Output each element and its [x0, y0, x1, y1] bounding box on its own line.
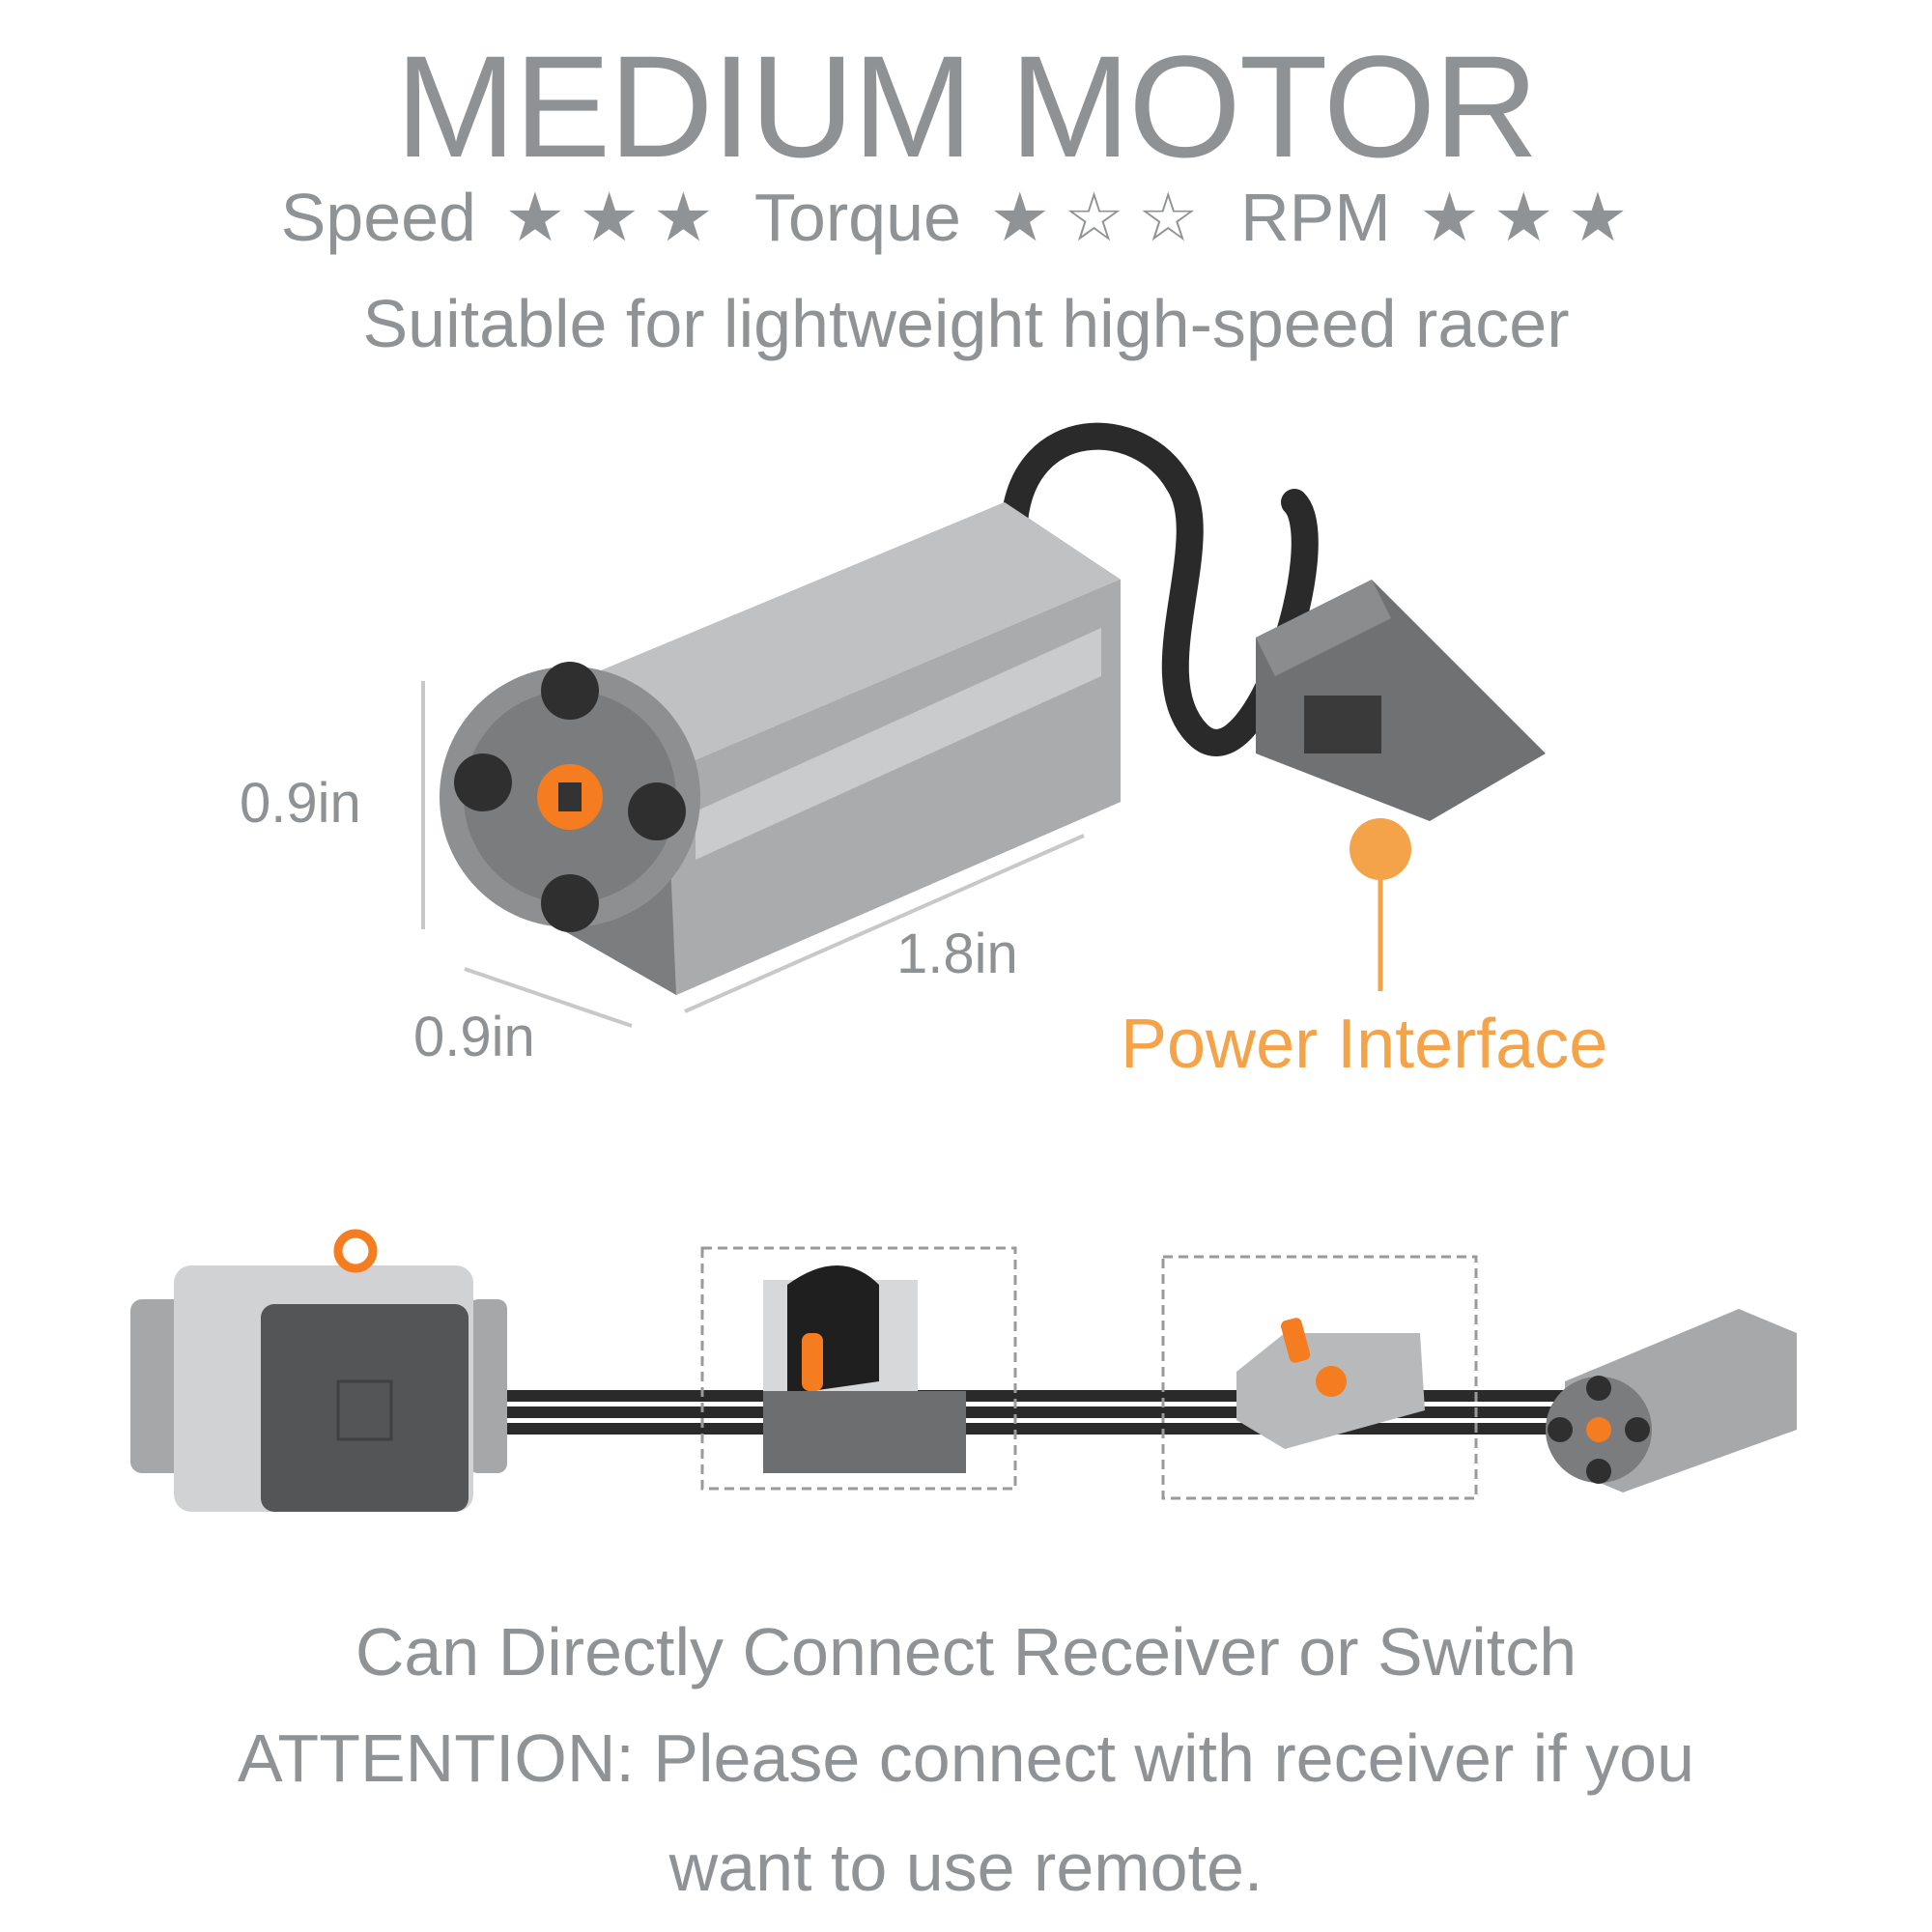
width-dimension-label: 0.9in: [413, 1006, 535, 1068]
polarity-switch: [1236, 1318, 1425, 1449]
callout-dot: [1350, 818, 1411, 880]
rating-label-rpm: RPM: [1240, 180, 1391, 255]
width-dimension-line: [464, 967, 633, 1028]
power-connector: [1256, 580, 1546, 821]
attention-note-line1: ATTENTION: Please connect with receiver …: [237, 1720, 1695, 1796]
receiver-frame: [700, 1246, 1017, 1491]
height-dimension-label: 0.9in: [240, 772, 361, 835]
star-rating-rpm: ★★★: [1419, 180, 1642, 255]
star-rating-torque: ★☆☆: [989, 180, 1212, 255]
medium-motor: [440, 502, 1121, 995]
switch-frame: [1161, 1255, 1478, 1500]
connect-note: Can Directly Connect Receiver or Switch: [355, 1614, 1577, 1690]
length-dimension-line: [684, 834, 1085, 1013]
length-dimension-label: 1.8in: [896, 923, 1018, 985]
star-rating-speed: ★★★: [504, 180, 727, 255]
attention-note-line2: want to use remote.: [668, 1830, 1264, 1905]
small-medium-motor: [1546, 1309, 1797, 1492]
battery-box: [130, 1229, 507, 1512]
subtitle: Suitable for lightweight high-speed race…: [362, 286, 1570, 361]
power-interface-label: Power Interface: [1121, 1006, 1608, 1083]
rating-label-speed: Speed: [280, 180, 476, 255]
ratings-row: Speed ★★★ Torque ★☆☆ RPM ★★★: [0, 179, 1932, 256]
ir-receiver: [763, 1265, 966, 1473]
product-title: MEDIUM MOTOR: [395, 25, 1539, 187]
rating-label-torque: Torque: [753, 180, 961, 255]
orange-handle: [333, 1229, 378, 1273]
